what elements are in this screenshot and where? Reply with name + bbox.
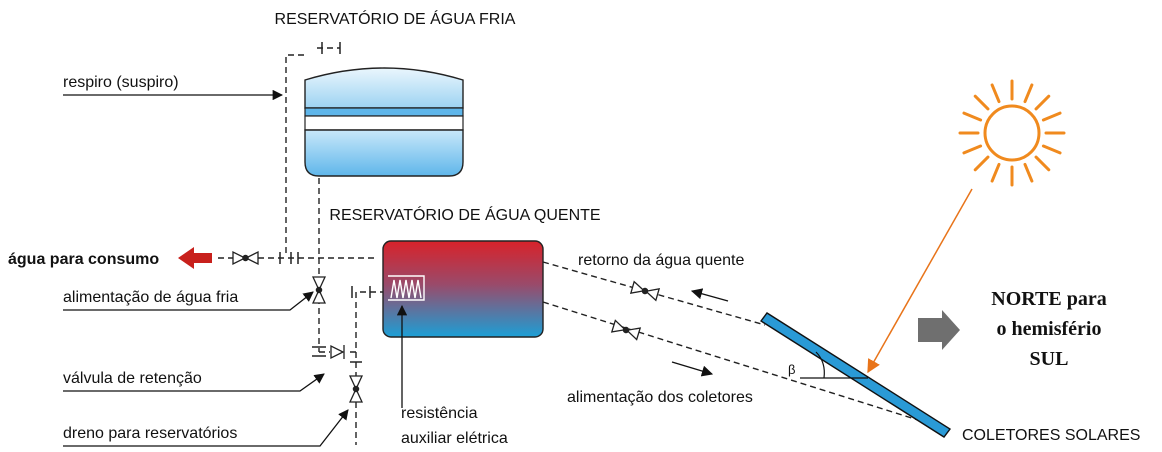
hot-reservoir (382, 240, 544, 338)
solar-collector (759, 312, 952, 438)
cold-feed-valve-icon (311, 276, 327, 304)
sun-ray (1041, 111, 1062, 122)
return-flow-arrow-icon (690, 288, 729, 302)
consumption-arrow-icon (178, 247, 212, 269)
feed-valve-icon (610, 319, 642, 341)
sun-ray (962, 111, 983, 122)
north-label-line2: o hemisfério (997, 318, 1102, 340)
north-arrow-icon (918, 310, 960, 350)
sun-icon (958, 79, 1066, 187)
consumption-valve-icon (232, 250, 259, 266)
sun-ray (973, 155, 990, 172)
north-label-line3: SUL (1030, 348, 1069, 370)
angle-label: β (788, 362, 795, 377)
sun-ray (1023, 83, 1034, 104)
cold-feed-label: alimentação de água fria (63, 289, 238, 306)
leader-lines (63, 89, 408, 447)
sun-ray (990, 83, 1001, 104)
return-valve-icon (629, 280, 661, 302)
sun-ray (1041, 144, 1062, 155)
check-valve-label: válvula de retenção (63, 370, 202, 387)
check-valve-icon (330, 344, 345, 360)
heating-element (388, 275, 425, 301)
sun-ray (973, 94, 990, 111)
hot-reservoir-label: RESERVATÓRIO DE ÁGUA QUENTE (329, 205, 600, 224)
cold-reservoir (304, 67, 464, 177)
collectors-label: COLETORES SOLARES (962, 427, 1140, 444)
drain-valve-icon (348, 375, 364, 403)
consumption-label: água para consumo (8, 251, 159, 268)
pipe-fittings (279, 42, 371, 363)
resistance-label-line2: auxiliar elétrica (401, 430, 508, 447)
sun-ray (990, 162, 1001, 183)
resistance-label-line1: resistência (401, 405, 478, 422)
cold-reservoir-label: RESERVATÓRIO DE ÁGUA FRIA (275, 9, 516, 28)
sun-ray (1034, 94, 1051, 111)
sun-ray (962, 144, 983, 155)
feed-flow-arrow-icon (671, 361, 714, 377)
north-label-line1: NORTE para (991, 288, 1106, 310)
sun-ray-line (867, 188, 973, 374)
vent-label: respiro (suspiro) (63, 74, 179, 91)
hot-return-label: retorno da água quente (578, 252, 744, 269)
sun-ray (1034, 155, 1051, 172)
collector-feed-label: alimentação dos coletores (567, 389, 753, 406)
sun-ray (1023, 162, 1034, 183)
drain-label: dreno para reservatórios (63, 425, 237, 442)
